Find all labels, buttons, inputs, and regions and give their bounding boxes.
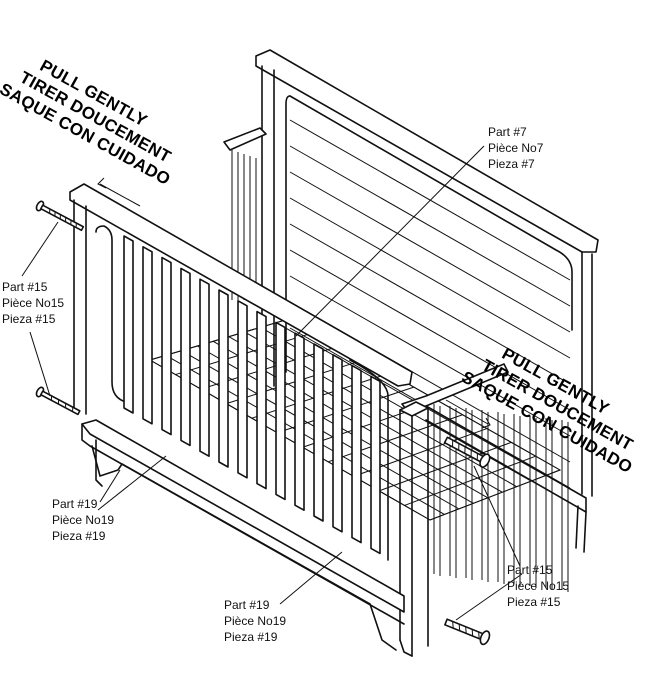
bolt-lower-right xyxy=(444,618,491,646)
bolt-upper-right xyxy=(443,436,491,468)
label-part15-right-fr: Pièce No15 xyxy=(507,579,570,593)
grid-line xyxy=(378,441,512,492)
label-part19-bottom: Part #19 Pièce No19 Pieza #19 xyxy=(224,597,286,645)
label-part7-fr: Pièce No7 xyxy=(488,141,544,155)
label-part15-left: Part #15 Pièce No15 Pieza #15 xyxy=(2,279,64,327)
right-side-rail xyxy=(401,363,587,592)
headboard-plank-line xyxy=(289,171,571,333)
label-part19-left-fr: Pièce No19 xyxy=(52,513,115,527)
grid-line xyxy=(429,469,561,521)
front-right-post xyxy=(399,401,429,657)
grid-line xyxy=(165,354,445,515)
grid-line xyxy=(149,359,431,521)
front-slat xyxy=(199,278,210,458)
front-slat xyxy=(218,289,229,468)
leader-lines xyxy=(21,145,523,621)
front-slat xyxy=(332,353,343,533)
bolt-upper-left xyxy=(35,200,85,232)
headboard-plank-line xyxy=(289,275,571,437)
label-part19-left-es: Pieza #19 xyxy=(52,529,106,543)
label-part19-bottom-es: Pieza #19 xyxy=(224,630,278,644)
front-slat xyxy=(256,310,267,490)
front-guard-rail xyxy=(69,183,413,561)
front-slat xyxy=(313,343,324,522)
front-slat xyxy=(237,299,248,479)
label-part15-left-es: Pieza #15 xyxy=(2,312,56,326)
label-part7-es: Pieza #7 xyxy=(488,157,535,171)
front-slat xyxy=(351,364,362,544)
headboard-plank-line xyxy=(289,145,571,307)
headboard-panel xyxy=(255,49,599,497)
headboard-plank-line xyxy=(289,249,571,411)
label-part19-bottom-fr: Pièce No19 xyxy=(224,614,287,628)
front-slat xyxy=(370,375,381,555)
front-slat xyxy=(294,332,305,512)
front-slat xyxy=(142,246,153,425)
label-part7: Part #7 Pièce No7 Pieza #7 xyxy=(488,124,543,172)
grid-line xyxy=(228,336,503,493)
grid-line xyxy=(328,414,463,463)
pull-arrow-right xyxy=(445,399,491,429)
headboard-plank-line xyxy=(289,223,571,385)
grid-line xyxy=(404,455,536,506)
label-part15-left-fr: Pièce No15 xyxy=(2,296,65,310)
front-slat xyxy=(275,321,286,501)
front-slat xyxy=(161,256,172,436)
label-part15-right: Part #15 Pièce No15 Pieza #15 xyxy=(507,562,569,610)
label-part19-left: Part #19 Pièce No19 Pieza #19 xyxy=(52,496,114,544)
label-part7-en: Part #7 xyxy=(488,125,527,139)
label-part15-right-es: Pieza #15 xyxy=(507,595,561,609)
bolt-lower-left xyxy=(35,386,81,416)
pull-arrow-left xyxy=(97,177,141,207)
headboard-plank-line xyxy=(289,197,571,359)
label-part15-right-en: Part #15 xyxy=(507,563,553,577)
front-bottom-rail xyxy=(81,419,405,651)
label-part19-bottom-en: Part #19 xyxy=(224,598,270,612)
front-slat xyxy=(123,235,134,414)
label-part19-left-en: Part #19 xyxy=(52,497,98,511)
front-slat xyxy=(180,267,191,447)
label-part15-left-en: Part #15 xyxy=(2,280,48,294)
